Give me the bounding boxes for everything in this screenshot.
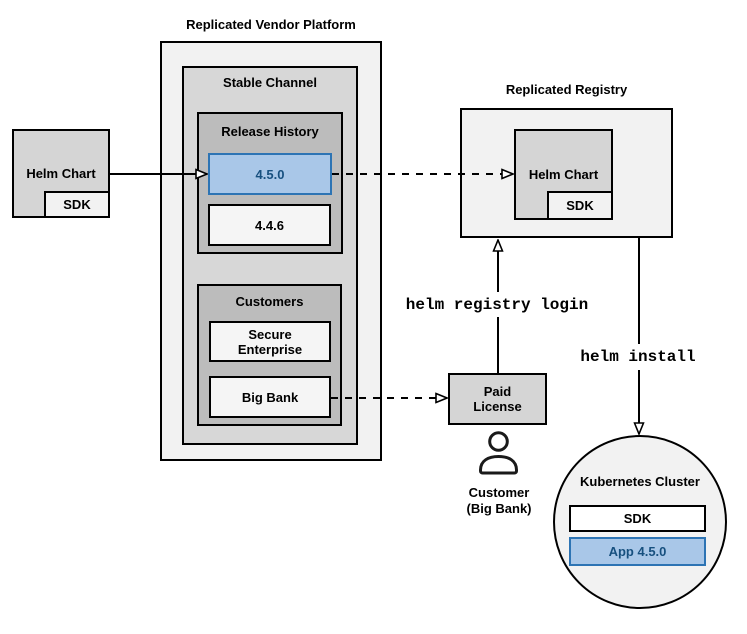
platform-title: Replicated Vendor Platform (186, 17, 356, 32)
registry-sdk-label: SDK (566, 198, 594, 213)
stable-channel-title: Stable Channel (223, 75, 317, 90)
person-icon (479, 431, 518, 475)
paid-license-label: Paid License (473, 384, 522, 414)
kubernetes-sdk-box: SDK (569, 505, 706, 532)
release-item-450: 4.5.0 (208, 153, 332, 195)
command-helm-registry-login: helm registry login (405, 292, 589, 317)
release-version-label: 4.5.0 (255, 166, 285, 182)
customer-item-big-bank: Big Bank (209, 376, 331, 418)
kubernetes-app-label: App 4.5.0 (608, 544, 667, 559)
vendor-helm-chart-label: Helm Chart (26, 166, 96, 181)
release-item-446: 4.4.6 (208, 204, 331, 246)
customer-item-label: Big Bank (241, 389, 299, 405)
command-helm-install: helm install (580, 344, 696, 370)
paid-license-box: Paid License (448, 373, 547, 425)
customers-title: Customers (235, 294, 304, 309)
vendor-sdk-box: SDK (44, 191, 110, 218)
release-version-label: 4.4.6 (255, 217, 284, 233)
customer-caption: Customer (Big Bank) (466, 485, 532, 516)
kubernetes-sdk-label: SDK (623, 511, 652, 526)
vendor-sdk-label: SDK (63, 197, 91, 212)
customer-item-secure-enterprise: Secure Enterprise (209, 321, 331, 362)
kubernetes-cluster-title: Kubernetes Cluster (580, 474, 700, 489)
kubernetes-app-box: App 4.5.0 (569, 537, 706, 566)
registry-helm-chart-label: Helm Chart (528, 167, 599, 182)
registry-title: Replicated Registry (505, 82, 628, 97)
customer-item-label: Secure Enterprise (237, 326, 303, 357)
registry-sdk-box: SDK (547, 191, 613, 220)
release-history-title: Release History (221, 124, 319, 139)
